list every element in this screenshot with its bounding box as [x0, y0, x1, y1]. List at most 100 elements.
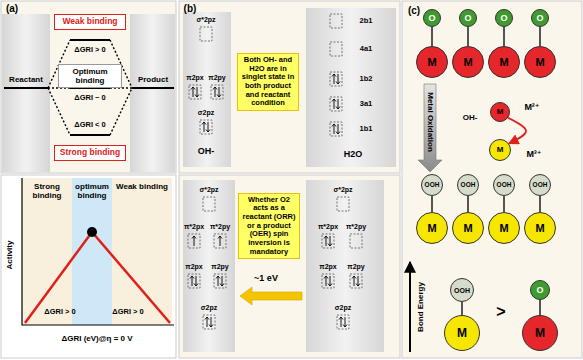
node-text: OOH [461, 182, 476, 189]
node-text: M [463, 57, 472, 68]
panel-ground [402, 1, 582, 358]
atom-circle: O [530, 280, 550, 300]
node-text: Optimum binding [62, 67, 118, 85]
text-label: (a) [6, 3, 18, 14]
node-text: M [497, 108, 504, 116]
node-text: M [499, 223, 508, 234]
node-text: O [428, 14, 435, 23]
volcano-line [25, 232, 170, 323]
text-label: M²⁺ [524, 103, 539, 113]
illustration-part [214, 274, 226, 288]
illustration-part [330, 97, 342, 111]
reactant-column [2, 14, 50, 172]
text-label: ΔGRI ~ 0 [74, 94, 105, 102]
node-text: O [500, 14, 507, 23]
text-label: Reactant [9, 76, 43, 85]
node-text: M [535, 223, 544, 234]
atom-circle: M [489, 139, 511, 161]
text-label: (b) [184, 3, 197, 14]
text-label: σ*2pz [199, 186, 218, 194]
text-label: ΔGRI (eV)@η = 0 V [61, 335, 132, 344]
node-text: Strong binding [58, 148, 122, 158]
atom-circle: O [531, 9, 549, 27]
product-column [130, 14, 175, 172]
node-text: O [464, 14, 471, 23]
node-text: Whether O2 acts as a reactant (ORR) or a… [242, 196, 296, 256]
note-box: Strong binding [54, 145, 126, 161]
text-label: ~1 eV [254, 274, 278, 284]
atom-circle: OOH [493, 174, 515, 196]
region-band: Strong binding [22, 178, 72, 325]
region-fill [112, 178, 172, 325]
text-label: 1b2 [360, 75, 373, 83]
illustration-part [70, 134, 110, 136]
text-label: Activity [6, 241, 15, 270]
node-text: O [536, 14, 543, 23]
panel-ground [179, 175, 400, 358]
atom-circle: OOH [421, 174, 443, 196]
axes [22, 178, 174, 325]
text-label: M³⁺ [526, 150, 541, 160]
node-text: Strong binding [24, 182, 70, 200]
energy-levels [4, 40, 174, 135]
bond-line [467, 27, 469, 46]
text-label: 2b1 [360, 17, 373, 25]
illustration-part [200, 120, 212, 134]
note-box: Weak binding [54, 14, 126, 30]
illustration-part [132, 87, 174, 89]
node-text: M [457, 327, 467, 339]
text-label: π2px [185, 263, 202, 271]
text-label: ΔGRI > 0 [74, 46, 105, 54]
text-label: Bond Energy [417, 282, 426, 332]
node-text: M [427, 223, 436, 234]
illustration-part [4, 87, 48, 89]
panel-ground [1, 175, 176, 358]
orbital-column [183, 180, 235, 352]
bond-line [431, 27, 433, 46]
illustration-part [188, 274, 200, 288]
atom-circle: M [416, 46, 448, 78]
text-label: π2py [208, 74, 225, 82]
illustration-part [211, 85, 223, 99]
bond-line [539, 196, 541, 212]
atom-circle: M [444, 315, 480, 351]
illustration-part [330, 72, 342, 86]
bond-line [503, 196, 505, 212]
reaction-arrow [508, 118, 526, 144]
illustration-part [70, 39, 110, 41]
text-label: σ2pz [335, 304, 351, 312]
text-label: 3a1 [360, 100, 373, 108]
text-label: ΔGRI > 0 [44, 308, 75, 316]
node-text: Weak binding [114, 182, 170, 191]
text-label: π*2py [346, 223, 366, 231]
illustration-part [188, 234, 200, 248]
text-label: > [496, 303, 505, 321]
illustration-part [214, 234, 226, 248]
text-label: ΔGRI < 0 [74, 121, 105, 129]
atom-circle: OOH [529, 174, 551, 196]
text-label: π2py [211, 263, 228, 271]
node-text: M [535, 57, 544, 68]
text-label: 4a1 [360, 45, 373, 53]
illustration-part [337, 197, 349, 211]
text-label: π*2px [318, 223, 338, 231]
text-label: π*2py [210, 223, 230, 231]
illustration-part [350, 234, 362, 248]
note-box: Whether O2 acts as a reactant (ORR) or a… [238, 193, 300, 259]
orbital-column [183, 12, 231, 167]
illustration-part [200, 27, 212, 41]
node-text: M [427, 57, 436, 68]
atom-circle: M [490, 102, 510, 122]
illustration-part [203, 315, 215, 329]
text-label: σ*2pz [196, 16, 215, 24]
text-label: σ*2pz [333, 186, 352, 194]
panel-ground [179, 1, 400, 173]
atom-circle: OOH [450, 278, 474, 302]
node-text: O [536, 286, 543, 295]
text-label: H2O [344, 150, 363, 160]
dotted-paths [48, 40, 132, 135]
illustration-part [203, 197, 215, 211]
orbital-boxes [188, 14, 362, 329]
node-text: OOH [454, 287, 470, 294]
bond-line [539, 27, 541, 46]
